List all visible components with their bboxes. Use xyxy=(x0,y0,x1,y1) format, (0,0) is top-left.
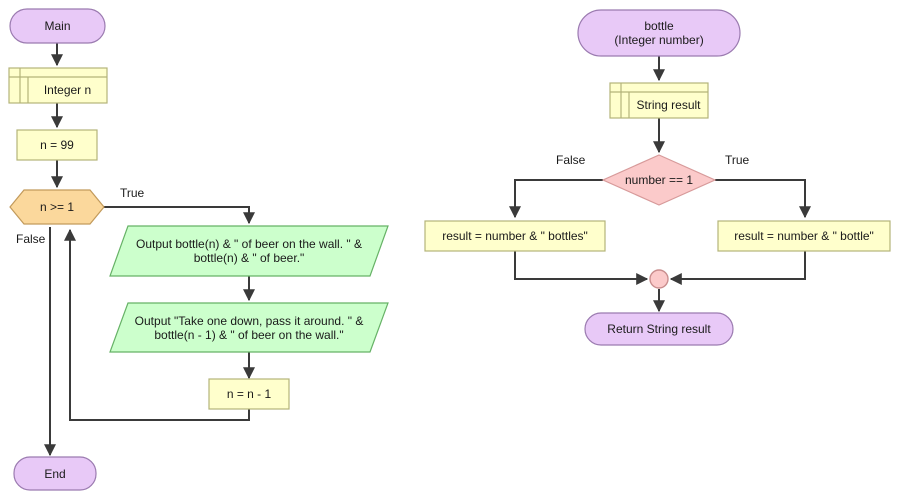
edge-loop-true-to-output-wall xyxy=(104,206,255,225)
node-test-number-eq-1[interactable] xyxy=(601,154,717,206)
node-merge-connector[interactable] xyxy=(649,269,669,289)
edge-result-plural-to-merge xyxy=(514,251,649,285)
node-main-start[interactable] xyxy=(9,8,106,44)
node-output-take[interactable] xyxy=(109,302,389,353)
node-output-wall[interactable] xyxy=(109,225,389,277)
node-return[interactable] xyxy=(584,312,734,346)
left-flow-connectors xyxy=(44,43,255,457)
edge-result-singular-to-merge xyxy=(669,251,806,285)
edge-decrement-loop-back xyxy=(64,228,250,421)
node-result-singular[interactable] xyxy=(717,220,891,252)
node-bottle-start[interactable] xyxy=(577,9,741,57)
node-decrement[interactable] xyxy=(208,378,290,410)
node-declare-integer-n[interactable] xyxy=(8,67,108,104)
node-declare-string-result[interactable] xyxy=(609,82,709,119)
edge-test-false-to-result-plural xyxy=(509,179,603,219)
node-main-end[interactable] xyxy=(13,456,97,491)
edge-test-true-to-result-singular xyxy=(715,179,811,219)
node-loop-test[interactable] xyxy=(9,189,105,225)
right-flow-connectors xyxy=(509,56,811,313)
node-assign-n-99[interactable] xyxy=(16,129,98,161)
node-result-plural[interactable] xyxy=(424,220,606,252)
